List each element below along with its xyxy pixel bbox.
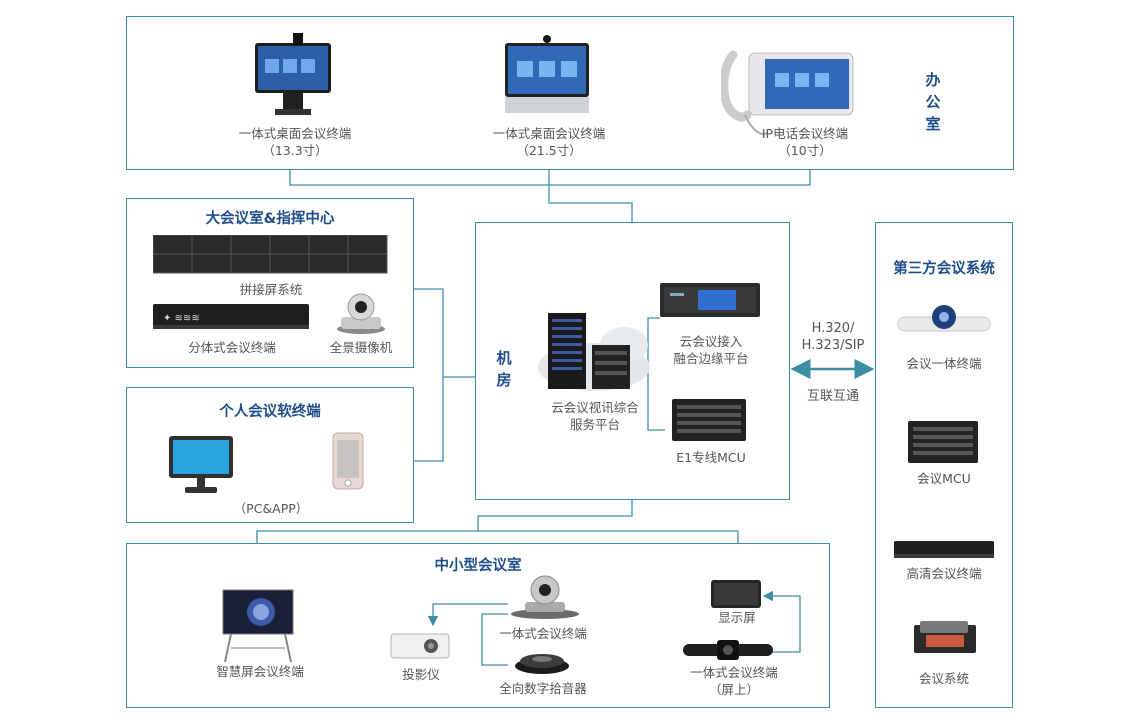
machine-room-title: 机房 (496, 349, 512, 389)
split-terminal-label: 分体式会议终端 (188, 340, 276, 355)
wire-room-to-small (477, 500, 633, 531)
small-room-box: 中小型会议室 智慧屏会议终端 投影仪 一体式会议终端 全向数字拾音器 显示屏 一… (126, 543, 830, 708)
wire-terminal-projector-link (481, 613, 508, 666)
office-device-2-name: 一体式桌面会议终端 (492, 126, 606, 141)
third-party-box: 第三方会议系统 会议一体终端 会议MCU 高清会议终端 会议系统 (875, 222, 1013, 708)
e1-mcu-icon (672, 399, 746, 441)
conference-mcu-icon (908, 421, 978, 463)
wire-platform-mcu (647, 365, 665, 431)
display-screen-icon (711, 580, 761, 608)
hd-terminal-icon (894, 541, 994, 558)
svg-text:✦ ≋≋≋: ✦ ≋≋≋ (163, 313, 200, 324)
personal-caption: （PC&APP） (233, 501, 309, 516)
desktop-terminal-13-icon (255, 33, 331, 115)
edge-platform-line1: 云会议接入 (679, 334, 743, 349)
wire-bar-to-display (762, 590, 801, 653)
office-title: 办公室 (925, 71, 941, 133)
panoramic-camera-icon (337, 293, 385, 334)
protocol-line2: H.323/SIP (801, 338, 865, 353)
integrated-terminal-label: 一体式会议终端 (499, 626, 587, 641)
office-device-1-name: 一体式桌面会议终端 (238, 126, 352, 141)
third-party-device-3: 高清会议终端 (906, 566, 982, 581)
bar-terminal-line2: （屏上） (708, 682, 759, 697)
projector-label: 投影仪 (402, 667, 440, 682)
platform-label-line2: 服务平台 (569, 417, 620, 432)
smart-screen-label: 智慧屏会议终端 (216, 664, 304, 679)
wire-terminal-to-projector (427, 603, 508, 627)
videowall-icon (153, 235, 388, 274)
desktop-terminal-21-icon (505, 35, 589, 113)
third-party-device-2: 会议MCU (917, 471, 971, 486)
ptz-camera-icon (511, 575, 579, 619)
ip-phone-icon (721, 50, 854, 135)
small-room-title: 中小型会议室 (434, 558, 522, 574)
office-box: 一体式桌面会议终端 （13.3寸） 一体式桌面会议终端 （21.5寸） IP电话… (126, 16, 1014, 170)
third-party-device-1: 会议一体终端 (906, 356, 982, 371)
conference-system-icon (914, 621, 976, 653)
display-screen-label: 显示屏 (718, 610, 756, 625)
protocol-line1: H.320/ (811, 321, 855, 336)
mic-label: 全向数字拾音器 (499, 681, 587, 696)
server-rack-icon (538, 313, 650, 391)
e1-mcu-label: E1专线MCU (676, 450, 746, 465)
third-party-device-4: 会议系统 (918, 671, 969, 686)
pc-monitor-icon (169, 436, 233, 493)
platform-label-line1: 云会议视讯综合 (551, 400, 639, 415)
wire-large-room (414, 288, 444, 462)
mic-icon (515, 654, 569, 674)
office-device-3-name: IP电话会议终端 (761, 126, 849, 141)
office-device-1-spec: （13.3寸） (262, 143, 328, 158)
smart-screen-icon (222, 589, 294, 663)
wire-office-bus (289, 170, 811, 186)
third-party-title: 第三方会议系统 (893, 261, 995, 277)
all-in-one-terminal-icon (897, 305, 991, 332)
personal-box: 个人会议软终端 （PC&APP） (126, 387, 414, 523)
panoramic-camera-label: 全景摄像机 (329, 340, 393, 355)
projector-icon (390, 633, 450, 659)
split-terminal-icon: ✦ ≋≋≋ (153, 304, 309, 329)
wire-small-bus (256, 530, 739, 543)
office-device-2-spec: （21.5寸） (516, 143, 582, 158)
large-room-title: 大会议室&指挥中心 (205, 211, 335, 227)
edge-platform-line2: 融合边缘平台 (673, 351, 749, 366)
bar-terminal-line1: 一体式会议终端 (690, 665, 778, 680)
video-bar-icon (683, 640, 773, 660)
machine-room-box: 机房 云会议视讯综合 服务平台 云会议接入 融合边缘平台 E1专线MCU (475, 222, 790, 500)
personal-title: 个人会议软终端 (219, 404, 321, 420)
videowall-label: 拼接屏系统 (239, 282, 303, 297)
edge-platform-icon (660, 283, 760, 317)
smartphone-icon (332, 432, 364, 490)
office-device-3-spec: （10寸） (778, 143, 832, 158)
wire-office-to-room (548, 185, 633, 222)
interconnect-label: 互联互通 (806, 389, 859, 404)
large-room-box: 大会议室&指挥中心 拼接屏系统 ✦ ≋≋≋ 分体式会议终端 全景摄像机 (126, 198, 414, 368)
